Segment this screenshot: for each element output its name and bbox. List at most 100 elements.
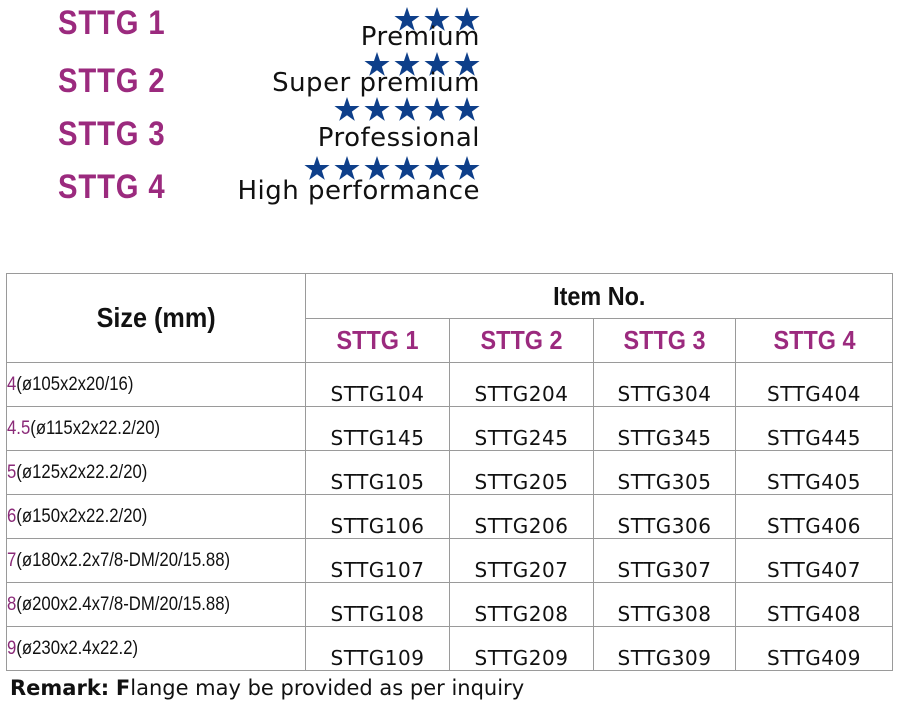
item-code-cell: STTG104 bbox=[305, 362, 450, 407]
star-icon bbox=[364, 97, 390, 121]
item-code-cell: STTG206 bbox=[449, 494, 594, 539]
grade-description: Premium bbox=[360, 22, 480, 52]
size-value: 8(ø200x2.4x7/8-DM/20/15.88) bbox=[7, 593, 231, 616]
size-dimensions: (ø200x2.4x7/8-DM/20/15.88) bbox=[16, 593, 231, 615]
item-code-cell: STTG205 bbox=[449, 450, 594, 495]
remark-text: lange may be provided as per inquiry bbox=[130, 676, 525, 700]
star-rating bbox=[394, 7, 480, 32]
item-code-cell: STTG404 bbox=[734, 362, 894, 407]
item-code-cell: STTG309 bbox=[593, 626, 736, 671]
remark-note: Remark: Flange may be provided as per in… bbox=[10, 676, 524, 700]
star-icon bbox=[364, 52, 390, 76]
star-icon bbox=[424, 7, 450, 31]
size-dimensions: (ø230x2.4x22.2) bbox=[16, 637, 139, 659]
item-code-cell: STTG109 bbox=[305, 626, 450, 671]
size-number: 7 bbox=[7, 549, 17, 571]
item-code-cell: STTG407 bbox=[734, 538, 894, 583]
size-cell: 8(ø200x2.4x7/8-DM/20/15.88) bbox=[6, 582, 306, 627]
star-icon bbox=[394, 156, 420, 180]
grade-column-label: STTG 3 bbox=[623, 325, 706, 355]
star-icon bbox=[334, 156, 360, 180]
item-code-cell: STTG207 bbox=[449, 538, 594, 583]
star-rating bbox=[364, 52, 480, 77]
size-value: 6(ø150x2x22.2/20) bbox=[8, 505, 148, 528]
size-cell: 7(ø180x2.2x7/8-DM/20/15.88) bbox=[6, 538, 306, 583]
star-icon bbox=[304, 156, 330, 180]
size-number: 4 bbox=[7, 373, 17, 395]
grade-description: Professional bbox=[317, 123, 480, 153]
star-icon bbox=[424, 156, 450, 180]
item-code-cell: STTG445 bbox=[734, 406, 894, 451]
size-dimensions: (ø150x2x22.2/20) bbox=[16, 505, 148, 527]
item-code-cell: STTG307 bbox=[593, 538, 736, 583]
size-value: 5(ø125x2x22.2/20) bbox=[7, 461, 148, 484]
star-icon bbox=[394, 97, 420, 121]
star-rating bbox=[304, 156, 480, 181]
table-header-row: Size (mm) Item No. bbox=[6, 273, 894, 363]
item-code-cell: STTG209 bbox=[449, 626, 594, 671]
size-value: 7(ø180x2.2x7/8-DM/20/15.88) bbox=[7, 549, 231, 572]
item-code-cell: STTG345 bbox=[593, 406, 736, 451]
grade-column-label: STTG 2 bbox=[480, 325, 563, 355]
grade-description: High performance bbox=[237, 176, 480, 206]
item-code-cell: STTG405 bbox=[734, 450, 894, 495]
size-cell: 9(ø230x2.4x22.2) bbox=[6, 626, 306, 671]
size-cell: 6(ø150x2x22.2/20) bbox=[6, 494, 306, 539]
size-number: 5 bbox=[7, 461, 17, 483]
item-code-cell: STTG245 bbox=[449, 406, 594, 451]
star-icon bbox=[424, 97, 450, 121]
star-icon bbox=[394, 7, 420, 31]
grade-column-header: STTG 1 bbox=[305, 318, 450, 363]
item-code-cell: STTG105 bbox=[305, 450, 450, 495]
grade-header-row: STTG 1 STTG 2 STTG 3 STTG 4 bbox=[7, 318, 894, 363]
item-code-cell: STTG106 bbox=[305, 494, 450, 539]
grade-name: STTG 3 bbox=[58, 115, 166, 153]
size-header-label: Size (mm) bbox=[96, 302, 216, 333]
item-code-cell: STTG406 bbox=[734, 494, 894, 539]
size-number: 9 bbox=[7, 637, 17, 659]
size-cell: 4.5(ø115x2x22.2/20) bbox=[6, 406, 306, 451]
size-value: 9(ø230x2.4x22.2) bbox=[7, 637, 139, 660]
size-value: 4.5(ø115x2x22.2/20) bbox=[8, 417, 161, 440]
item-number-header-label: Item No. bbox=[552, 280, 646, 311]
star-icon bbox=[454, 156, 480, 180]
remark-first-letter: F bbox=[115, 676, 131, 700]
item-code-cell: STTG108 bbox=[305, 582, 450, 627]
size-dimensions: (ø125x2x22.2/20) bbox=[16, 461, 148, 483]
star-icon bbox=[454, 52, 480, 76]
size-dimensions: (ø105x2x20/16) bbox=[16, 373, 134, 395]
size-value: 4(ø105x2x20/16) bbox=[7, 373, 134, 396]
grade-column-header: STTG 2 bbox=[449, 318, 594, 363]
item-code-cell: STTG208 bbox=[449, 582, 594, 627]
size-dimensions: (ø115x2x22.2/20) bbox=[30, 417, 161, 439]
star-icon bbox=[424, 52, 450, 76]
item-code-cell: STTG306 bbox=[593, 494, 736, 539]
grade-column-label: STTG 4 bbox=[773, 325, 855, 355]
grade-description: Super premium bbox=[272, 68, 480, 98]
size-number: 8 bbox=[7, 593, 17, 615]
size-header: Size (mm) bbox=[6, 273, 306, 363]
grade-column-label: STTG 1 bbox=[336, 325, 419, 355]
item-table: Size (mm) Item No. STTG 1 STTG 2 STTG 3 … bbox=[6, 273, 894, 671]
item-code-cell: STTG409 bbox=[734, 626, 894, 671]
grade-legend: STTG 1 Premium STTG 2 Super premium STTG… bbox=[0, 0, 898, 230]
star-icon bbox=[454, 97, 480, 121]
star-icon bbox=[364, 156, 390, 180]
grade-name: STTG 4 bbox=[58, 168, 166, 206]
item-code-cell: STTG408 bbox=[734, 582, 894, 627]
grade-column-header: STTG 3 bbox=[593, 318, 736, 363]
star-rating bbox=[334, 97, 480, 122]
item-code-cell: STTG145 bbox=[305, 406, 450, 451]
grade-name: STTG 2 bbox=[58, 62, 166, 100]
item-code-cell: STTG304 bbox=[593, 362, 736, 407]
grade-column-header: STTG 4 bbox=[734, 318, 894, 363]
size-dimensions: (ø180x2.2x7/8-DM/20/15.88) bbox=[16, 549, 231, 571]
star-icon bbox=[334, 97, 360, 121]
